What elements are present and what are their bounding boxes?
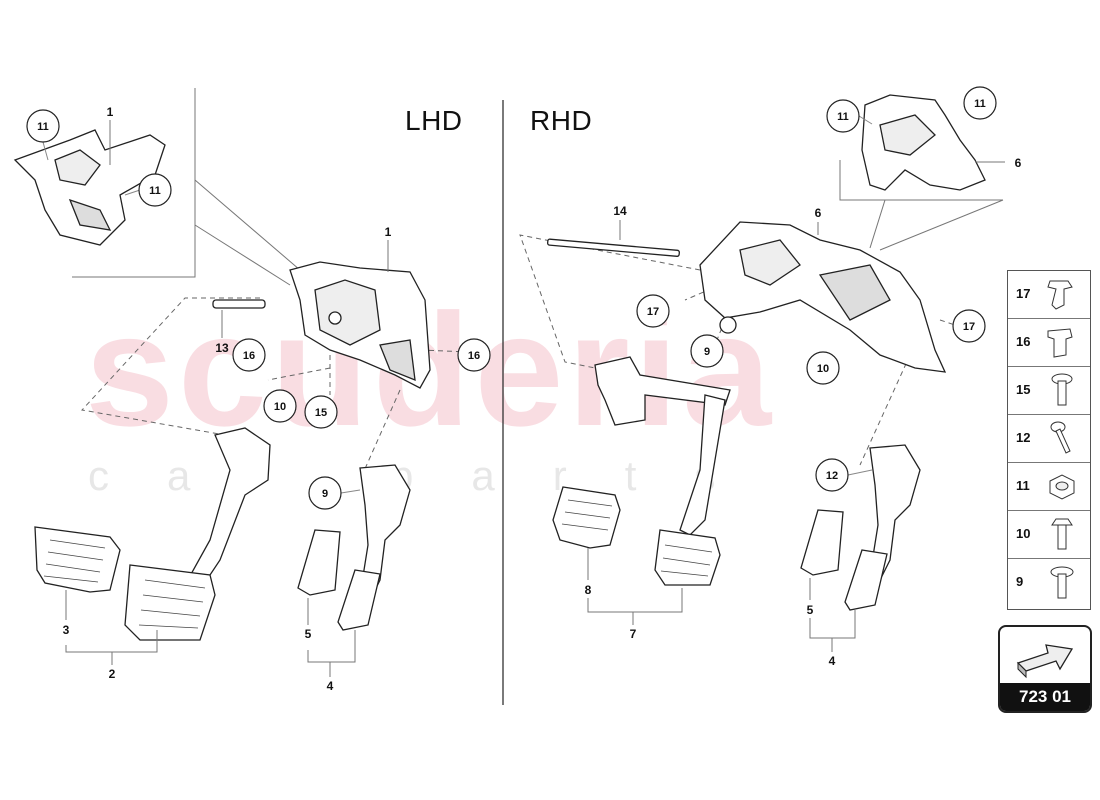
label-5-b: 5 [807,603,814,617]
section-label-rhd: RHD [530,105,593,136]
legend-item-9[interactable]: 9 [1008,559,1090,607]
callout-circles: 11 11 16 16 10 15 9 11 11 17 17 9 10 12 [26,86,997,510]
label-6-a: 6 [815,206,822,220]
legend-number: 15 [1016,382,1031,397]
label-3: 3 [63,623,70,637]
legend-item-10[interactable]: 10 [1008,511,1090,559]
callout-16-b: 16 [457,338,491,372]
callout-number: 9 [322,488,328,500]
callout-number: 10 [274,401,286,413]
inset-frame-left [72,88,196,278]
callout-number: 11 [37,121,49,133]
callout-11-a: 11 [26,109,60,161]
callout-17-b: 17 [952,309,986,343]
callout-16-a: 16 [232,338,266,372]
inset-leader-right-b [879,199,1004,251]
legend-number: 10 [1016,526,1031,541]
nut-icon [1049,474,1075,500]
label-7: 7 [630,627,637,641]
section-label-lhd: LHD [405,105,463,136]
rod-14 [546,238,680,257]
label-13: 13 [215,341,229,355]
main-bracket-rhd [699,221,947,373]
legend-item-15[interactable]: 15 [1008,367,1090,415]
inset-leader-left-b [194,224,291,286]
label-1-a: 1 [107,105,114,119]
callout-10-a: 10 [263,389,297,423]
callout-11-c: 11 [826,99,873,133]
clip-icon [1047,328,1073,358]
label-leaders [65,120,1005,677]
callout-17-a: 17 [636,294,670,328]
callout-15-a: 15 [304,395,338,429]
callout-number: 11 [837,111,849,123]
part-numbers: 1 1 13 3 2 5 4 14 6 6 8 7 5 4 [63,105,1022,693]
screw-icon [1050,421,1071,454]
legend-number: 17 [1016,286,1031,301]
label-1-b: 1 [385,225,392,239]
accelerator-lhd [297,464,411,631]
callout-number: 17 [647,306,659,318]
callout-number: 11 [149,185,161,197]
callout-10-b: 10 [806,351,840,385]
callout-9-a: 9 [308,476,361,510]
callout-number: 17 [963,321,975,333]
brake-pedal-lhd [34,427,271,641]
arrow-icon [1016,644,1074,679]
reference-number: 723 01 [1000,683,1090,711]
flange-bolt-icon [1050,566,1074,599]
label-2: 2 [109,667,116,681]
callout-number: 15 [315,407,327,419]
legend-number: 11 [1016,478,1030,493]
assembly-lines-left [81,297,471,481]
label-8: 8 [585,583,592,597]
legend-item-11[interactable]: 11 [1008,463,1090,511]
hex-bolt-icon [1051,518,1073,550]
callout-number: 10 [817,363,829,375]
callout-11-b: 11 [124,173,172,207]
fastener-legend: 17 16 15 12 11 [1007,270,1091,610]
legend-item-17[interactable]: 17 [1008,271,1090,319]
label-14: 14 [613,204,627,218]
legend-number: 16 [1016,334,1031,349]
callout-11-d: 11 [963,86,997,120]
inset-frame-right [839,160,1003,201]
legend-number: 9 [1016,574,1024,589]
clip-icon [1047,280,1073,310]
bolt-icon [1051,373,1073,406]
legend-number: 12 [1016,430,1031,445]
callout-12-a: 12 [815,458,873,492]
inset-bracket-lhd [13,129,166,246]
accelerator-rhd [800,444,921,611]
label-6-b: 6 [1015,156,1022,170]
inset-leader-right-a [869,199,886,249]
callout-number: 11 [974,98,986,110]
inset-bracket-rhd [861,94,986,191]
label-4-b: 4 [829,654,836,668]
callout-number: 12 [826,470,838,482]
rod-13 [212,299,266,309]
inset-leader-left-a [194,179,301,271]
legend-item-16[interactable]: 16 [1008,319,1090,367]
label-4-a: 4 [327,679,334,693]
callout-number: 16 [468,350,480,362]
label-5-a: 5 [305,627,312,641]
callout-9-b: 9 [690,334,724,368]
callout-number: 16 [243,350,255,362]
brake-pedal-rhd [552,356,731,586]
main-bracket-lhd [289,261,431,389]
legend-item-12[interactable]: 12 [1008,415,1090,463]
callout-number: 9 [704,346,710,358]
reference-box: 723 01 [998,625,1092,713]
